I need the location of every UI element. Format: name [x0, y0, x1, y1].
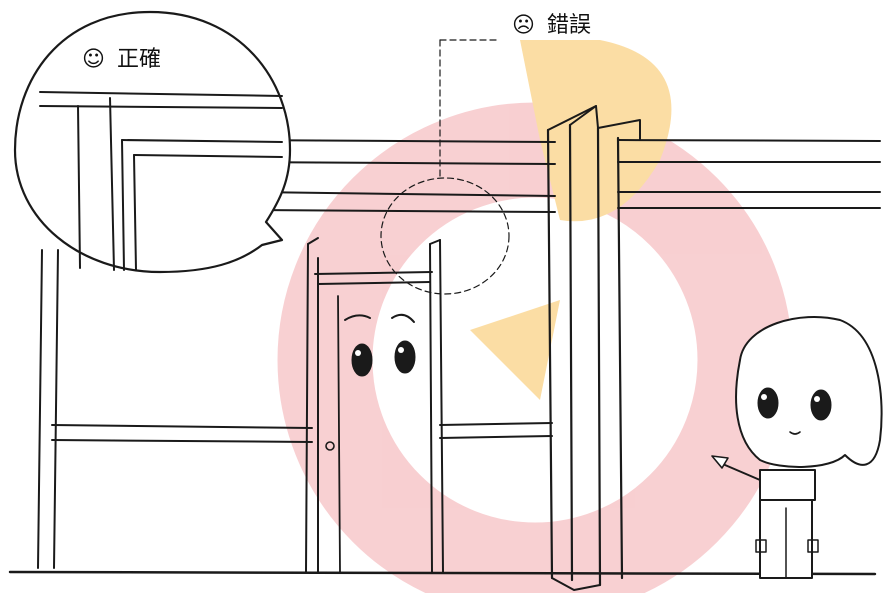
girl-mouth [789, 431, 801, 435]
watermark-orange-shape [520, 40, 672, 222]
girl-character [711, 316, 883, 579]
bubble-stud-3 [121, 139, 125, 271]
door-leaf-edge [337, 295, 341, 573]
wrong-callout: ☹ 錯誤 [512, 15, 591, 37]
column-face-left [568, 123, 574, 582]
door-head-bottom [317, 281, 431, 285]
magnified-bubble [13, 10, 292, 274]
door-brow-left [344, 314, 371, 321]
bubble-stud-1 [77, 105, 81, 269]
door-eye-right [394, 340, 416, 374]
floor-line [8, 570, 877, 576]
bubble-beam-2 [39, 105, 283, 109]
door-jamb-left-outer [305, 243, 309, 573]
wrong-joint-marker [380, 177, 510, 295]
mid-rail-right-top [439, 422, 553, 426]
girl-eye-left [757, 387, 779, 419]
mid-rail-right-bottom [439, 435, 553, 439]
mid-rail-left-top [51, 424, 313, 429]
door-jamb-right-outer [439, 239, 444, 573]
header-beam-1 [239, 139, 556, 143]
door-eye-left-highlight [355, 350, 361, 356]
door-brow-right [391, 313, 415, 323]
girl-eye-left-highlight [761, 394, 767, 400]
column-top-left [547, 105, 597, 131]
column-face-right [596, 126, 602, 587]
door-jamb-right-top [429, 239, 441, 245]
bubble-beam-4 [133, 154, 283, 158]
header-beam-4 [249, 209, 556, 213]
girl-arm [717, 461, 761, 481]
door-knob [325, 441, 335, 451]
bubble-stud-4 [133, 154, 137, 271]
correct-callout: ☺ 正確 [82, 49, 161, 71]
column-top-cap [569, 105, 599, 129]
girl-torso [759, 469, 816, 501]
watermark-orange-triangle [470, 300, 560, 400]
girl-eye-right [810, 389, 832, 421]
smiley-face-icon: ☺ [82, 47, 105, 72]
watermark-logo [277, 40, 793, 593]
stud-left-outer [37, 249, 43, 569]
correct-label-text: 正確 [116, 47, 161, 72]
door-eye-right-highlight [398, 347, 404, 353]
header-beam-3 [249, 191, 556, 197]
bubble-beam-1 [39, 91, 283, 97]
door-jamb-right-inner [429, 243, 433, 573]
girl-pocket-left [755, 539, 767, 553]
header-beam-right-1 [617, 139, 881, 142]
frowning-face-icon: ☹ [512, 13, 535, 38]
mid-rail-left-bottom [51, 439, 313, 443]
door-eye-left [351, 343, 373, 377]
bubble-beam-3 [121, 139, 283, 143]
wrong-label-text: 錯誤 [546, 13, 591, 38]
column-base [551, 577, 601, 591]
girl-hand [711, 455, 729, 469]
girl-hair [735, 316, 883, 468]
door-jamb-left-top [307, 237, 319, 245]
column-right-edge [616, 136, 624, 580]
column-left-edge [546, 128, 554, 580]
girl-eye-right-highlight [814, 396, 820, 402]
bubble-stud-2 [109, 97, 115, 271]
girl-pocket-right [807, 539, 819, 553]
column-top-right-cap [597, 119, 641, 141]
door-head-top [314, 271, 433, 275]
stud-left-inner [53, 249, 59, 569]
header-beam-2 [239, 161, 556, 165]
